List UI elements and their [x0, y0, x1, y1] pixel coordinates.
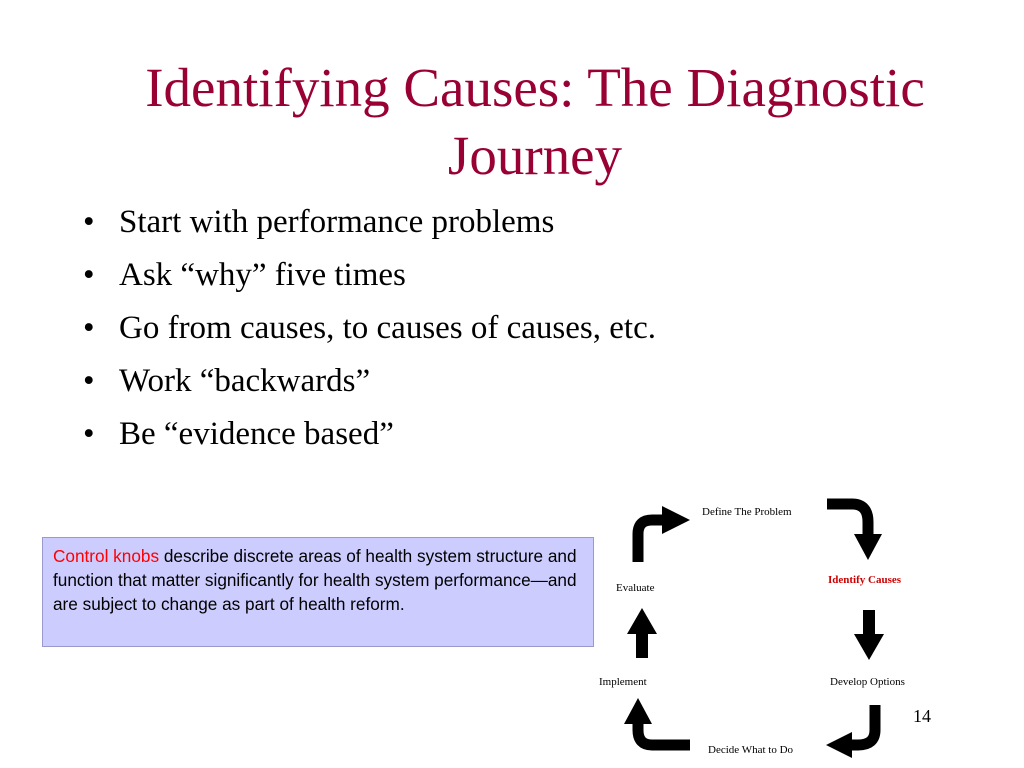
- bullet-text: Go from causes, to causes of causes, etc…: [119, 310, 656, 346]
- bullet-text: Be “evidence based”: [119, 416, 394, 452]
- cycle-step-implement: Implement: [599, 676, 647, 688]
- diagnostic-cycle-diagram: Define The Problem Identify Causes Devel…: [590, 490, 930, 768]
- bullet-marker: •: [83, 204, 95, 240]
- slide-title-line-1: Identifying Causes: The Diagnostic: [145, 57, 925, 118]
- bullet-text: Start with performance problems: [119, 204, 555, 240]
- cycle-step-define: Define The Problem: [702, 506, 792, 518]
- bullet-item: • Work “backwards”: [74, 355, 656, 408]
- arrow-implement-to-evaluate: [627, 608, 657, 658]
- arrow-develop-to-decide: [826, 705, 881, 758]
- slide-title-line-2: Journey: [447, 125, 623, 186]
- cycle-step-identify: Identify Causes: [828, 574, 902, 586]
- bullet-item: • Start with performance problems: [74, 196, 656, 249]
- arrow-identify-to-develop: [854, 610, 884, 660]
- bullet-item: • Go from causes, to causes of causes, e…: [74, 302, 656, 355]
- cycle-step-decide: Decide What to Do: [708, 744, 794, 756]
- bullet-text: Ask “why” five times: [119, 257, 406, 293]
- bullet-marker: •: [83, 363, 95, 399]
- cycle-step-develop: Develop Options: [830, 676, 905, 688]
- bullet-list: • Start with performance problems • Ask …: [74, 196, 656, 461]
- control-knobs-note: Control knobs describe discrete areas of…: [42, 537, 594, 647]
- page-number: 14: [913, 706, 931, 726]
- arrow-decide-to-implement: [624, 698, 690, 751]
- bullet-item: • Ask “why” five times: [74, 249, 656, 302]
- bullet-text: Work “backwards”: [119, 363, 371, 399]
- arrow-evaluate-to-define: [632, 506, 690, 562]
- bullet-marker: •: [83, 257, 95, 293]
- bullet-item: • Be “evidence based”: [74, 408, 656, 461]
- bullet-marker: •: [83, 310, 95, 346]
- cycle-arrows: [624, 498, 884, 758]
- bullet-marker: •: [83, 416, 95, 452]
- note-text: describe discrete areas of health system…: [53, 546, 577, 614]
- slide-title: Identifying Causes: The Diagnostic Journ…: [40, 54, 1024, 190]
- cycle-step-evaluate: Evaluate: [616, 582, 655, 594]
- arrow-define-to-identify: [827, 498, 882, 560]
- note-keyword: Control knobs: [53, 546, 160, 566]
